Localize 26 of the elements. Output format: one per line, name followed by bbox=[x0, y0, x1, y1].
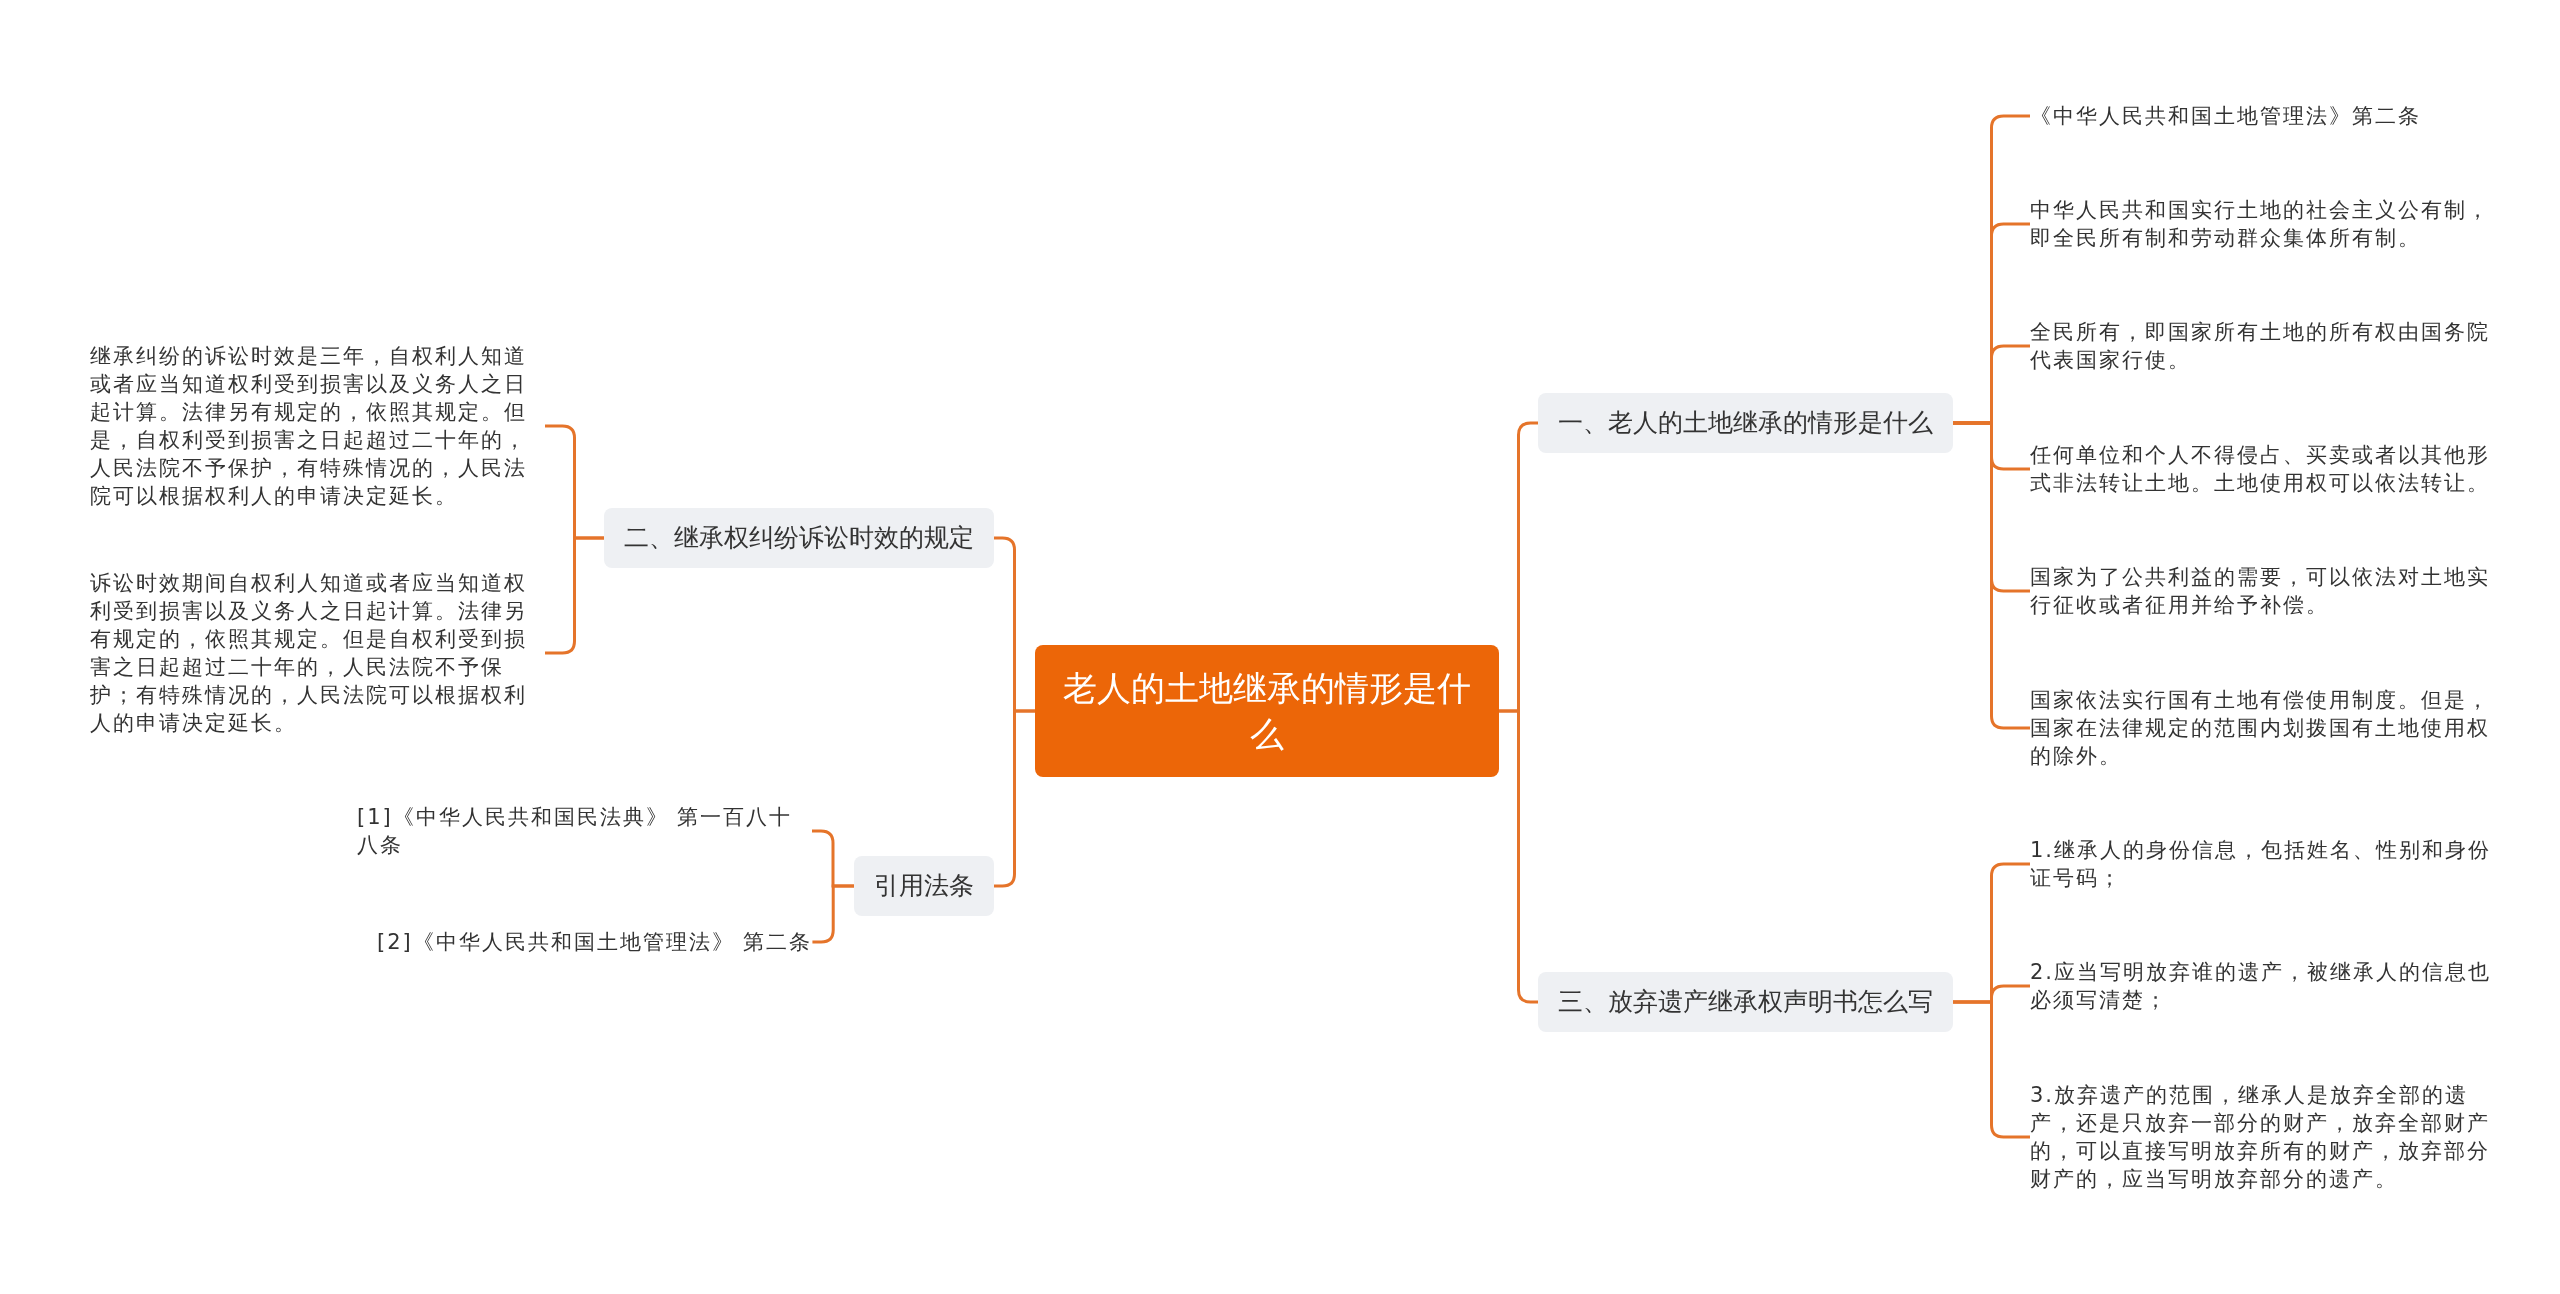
note-text: 继承纠纷的诉讼时效是三年，自权利人知道或者应当知道权利受到损害以及义务人之日起计算。法律另有规定的，依照其规定。但是，自权利受到损害之日起超过二十年的，人民法院不予保护，有特殊情况的，人民法院可以根据权利人的申请决定延长。 bbox=[90, 342, 545, 510]
note-text: 《中华人民共和国土地管理法》第二条 bbox=[2030, 102, 2421, 130]
topic-box bbox=[604, 508, 994, 568]
note-text: [2]《中华人民共和国土地管理法》 第二条 bbox=[377, 928, 813, 956]
topic-text: 三、放弃遗产继承权声明书怎么写 bbox=[1558, 987, 1933, 1016]
note-text: 3.放弃遗产的范围，继承人是放弃全部的遗产，还是只放弃一部分的财产，放弃全部财产的，可以直接写明放弃所有的财产，放弃部分财产的，应当写明放弃部分的遗产。 bbox=[2030, 1081, 2500, 1193]
note-text: 全民所有，即国家所有土地的所有权由国务院代表国家行使。 bbox=[2030, 318, 2500, 374]
note-text: 任何单位和个人不得侵占、买卖或者以其他形式非法转让土地。土地使用权可以依法转让。 bbox=[2030, 441, 2500, 497]
connector-line bbox=[1499, 709, 1538, 1004]
note-text: [1]《中华人民共和国民法典》 第一百八十八条 bbox=[357, 803, 812, 859]
topic-text: 二、继承权纠纷诉讼时效的规定 bbox=[624, 523, 974, 552]
connector-line bbox=[1953, 1000, 2030, 1139]
note-text: 诉讼时效期间自权利人知道或者应当知道权利受到损害以及义务人之日起计算。法律另有规定的，依照其规定。但是自权利受到损害之日起超过二十年的，人民法院不予保护；有特殊情况的，人民法院可以根据权利人的申请决定延长。 bbox=[90, 569, 545, 737]
topic-box bbox=[1538, 393, 1953, 453]
connector-line bbox=[994, 709, 1035, 888]
note-text: 国家为了公共利益的需要，可以依法对土地实行征收或者征用并给予补偿。 bbox=[2030, 563, 2500, 619]
central-topic-box bbox=[1035, 645, 1499, 777]
topic-text: 一、老人的土地继承的情形是什么 bbox=[1558, 408, 1933, 437]
topic-text: 引用法条 bbox=[874, 871, 974, 900]
note-text: 中华人民共和国实行土地的社会主义公有制，即全民所有制和劳动群众集体所有制。 bbox=[2030, 196, 2500, 252]
topic-box bbox=[854, 856, 994, 916]
topic-box bbox=[1538, 972, 1953, 1032]
note-text: 1.继承人的身份信息，包括姓名、性别和身份证号码； bbox=[2030, 836, 2500, 892]
topic-text: 老人的土地继承的情形是什么 bbox=[1062, 667, 1472, 756]
note-text: 国家依法实行国有土地有偿使用制度。但是，国家在法律规定的范围内划拨国有土地使用权的除外。 bbox=[2030, 686, 2500, 770]
note-text: 2.应当写明放弃谁的遗产，被继承人的信息也必须写清楚； bbox=[2030, 958, 2500, 1014]
